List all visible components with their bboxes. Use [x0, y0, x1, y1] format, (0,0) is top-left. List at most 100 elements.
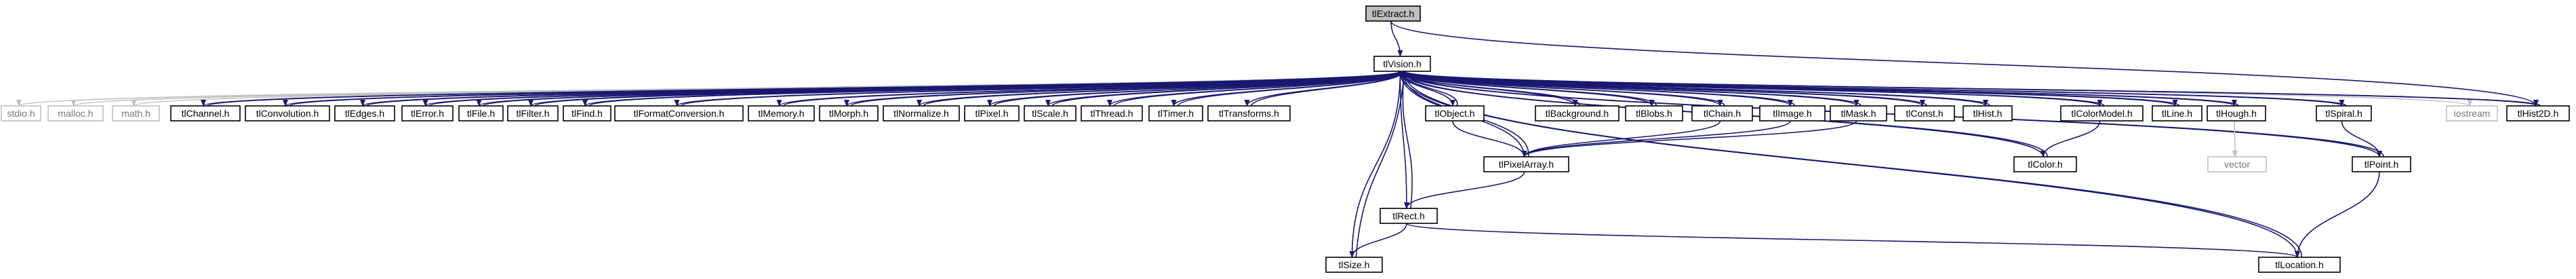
node-tlSize[interactable]: tlSize.h	[1325, 257, 1383, 273]
node-tlChannel[interactable]: tlChannel.h	[170, 105, 241, 122]
node-box-tlEdges	[334, 105, 395, 122]
node-tlMask[interactable]: tlMask.h	[1830, 105, 1887, 122]
node-tlThread[interactable]: tlThread.h	[1081, 105, 1143, 122]
node-label-tlMorph: tlMorph.h	[829, 108, 868, 119]
node-tlConvolution[interactable]: tlConvolution.h	[245, 105, 330, 122]
node-box-tlColorModel	[2060, 105, 2144, 122]
node-label-tlFind: tlFind.h	[571, 108, 603, 119]
node-tlTimer[interactable]: tlTimer.h	[1148, 105, 1203, 122]
node-label-tlHist: tlHist.h	[1973, 108, 2003, 119]
node-tlFind[interactable]: tlFind.h	[563, 105, 611, 122]
node-box-tlImage	[1759, 105, 1826, 122]
node-label-tlError: tlError.h	[411, 108, 444, 119]
node-tlLine[interactable]: tlLine.h	[2152, 105, 2202, 122]
node-tlChain[interactable]: tlChain.h	[1691, 105, 1753, 122]
node-box-tlFile	[458, 105, 504, 122]
node-tlPoint[interactable]: tlPoint.h	[2352, 156, 2411, 172]
node-label-tlBlobs: tlBlobs.h	[1636, 108, 1672, 119]
node-box-tlTransforms	[1207, 105, 1291, 122]
node-box-tlConst	[1894, 105, 1955, 122]
edge-tlFilter-to-tlVision	[534, 71, 1405, 107]
node-label-tlRect: tlRect.h	[1392, 210, 1424, 221]
node-tlObject[interactable]: tlObject.h	[1425, 105, 1485, 122]
node-box-tlRect	[1380, 208, 1438, 224]
node-box-tlLine	[2152, 105, 2202, 122]
node-tlExtract[interactable]: tlExtract.h	[1365, 5, 1421, 22]
edge-tlPixelArray-to-tlRect	[1404, 171, 1525, 209]
node-box-tlChain	[1691, 105, 1753, 122]
node-box-tlConvolution	[245, 105, 330, 122]
node-label-tlTransforms: tlTransforms.h	[1219, 108, 1279, 119]
edge-tlPoint-to-tlVision	[1401, 71, 2384, 157]
node-label-tlMask: tlMask.h	[1840, 108, 1876, 119]
edge-tlPoint-to-tlLocation	[2295, 171, 2380, 258]
node-tlMorph[interactable]: tlMorph.h	[819, 105, 879, 122]
node-box-stdio	[1, 105, 41, 122]
node-box-iostream	[2446, 105, 2498, 122]
node-tlError[interactable]: tlError.h	[401, 105, 454, 122]
node-tlVision[interactable]: tlVision.h	[1373, 56, 1431, 72]
node-label-tlThread: tlThread.h	[1090, 108, 1133, 119]
edge-tlRect-to-tlSize	[1349, 223, 1407, 258]
node-tlEdges[interactable]: tlEdges.h	[334, 105, 395, 122]
node-tlColor[interactable]: tlColor.h	[2013, 156, 2077, 172]
node-tlBlobs[interactable]: tlBlobs.h	[1625, 105, 1683, 122]
node-box-tlFormatConversion	[614, 105, 744, 122]
node-box-math	[112, 105, 160, 122]
node-label-tlNormalize: tlNormalize.h	[893, 108, 949, 119]
node-tlScale[interactable]: tlScale.h	[1024, 105, 1076, 122]
node-tlFile[interactable]: tlFile.h	[458, 105, 504, 122]
node-label-tlChannel: tlChannel.h	[182, 108, 230, 119]
node-label-tlExtract: tlExtract.h	[1372, 8, 1414, 19]
node-tlHough[interactable]: tlHough.h	[2207, 105, 2266, 122]
node-tlImage[interactable]: tlImage.h	[1759, 105, 1826, 122]
node-tlFormatConversion[interactable]: tlFormatConversion.h	[614, 105, 744, 122]
node-tlRect[interactable]: tlRect.h	[1380, 208, 1438, 224]
node-tlHist2D[interactable]: tlHist2D.h	[2506, 105, 2570, 122]
node-label-tlFilter: tlFilter.h	[516, 108, 549, 119]
edge-tlRect-to-tlLocation	[1406, 223, 2300, 258]
node-label-tlFormatConversion: tlFormatConversion.h	[634, 108, 725, 119]
node-tlPixel[interactable]: tlPixel.h	[964, 105, 1020, 122]
node-box-tlBlobs	[1625, 105, 1683, 122]
edge-tlBlobs-to-tlVision	[1399, 71, 1657, 107]
node-tlPixelArray[interactable]: tlPixelArray.h	[1483, 156, 1569, 172]
node-tlHist[interactable]: tlHist.h	[1963, 105, 2013, 122]
node-box-tlObject	[1425, 105, 1485, 122]
node-box-tlMask	[1830, 105, 1887, 122]
node-box-tlMorph	[819, 105, 879, 122]
node-tlBackground[interactable]: tlBackground.h	[1535, 105, 1619, 122]
node-label-tlColorModel: tlColorModel.h	[2071, 108, 2132, 119]
node-box-malloc	[47, 105, 104, 122]
node-box-tlExtract	[1365, 5, 1421, 22]
node-label-tlLocation: tlLocation.h	[2275, 259, 2324, 270]
node-tlTransforms[interactable]: tlTransforms.h	[1207, 105, 1291, 122]
node-tlConst[interactable]: tlConst.h	[1894, 105, 1955, 122]
edge-tlSize-to-tlVision	[1355, 71, 1407, 258]
node-box-tlFilter	[507, 105, 559, 122]
edge-tlExtract-to-tlHist2D	[1390, 20, 2539, 107]
node-tlNormalize[interactable]: tlNormalize.h	[883, 105, 960, 122]
node-label-tlScale: tlScale.h	[1032, 108, 1068, 119]
node-box-tlHough	[2207, 105, 2266, 122]
edge-tlVision-to-tlSize	[1349, 71, 1401, 258]
node-label-tlSize: tlSize.h	[1339, 259, 1370, 270]
edges-layer	[16, 20, 2541, 258]
node-label-tlTimer: tlTimer.h	[1158, 108, 1194, 119]
node-label-tlConst: tlConst.h	[1906, 108, 1943, 119]
node-label-math: math.h	[121, 108, 150, 119]
node-box-tlPoint	[2352, 156, 2411, 172]
node-tlLocation[interactable]: tlLocation.h	[2258, 257, 2341, 273]
node-tlFilter[interactable]: tlFilter.h	[507, 105, 559, 122]
node-label-tlHough: tlHough.h	[2216, 108, 2257, 119]
node-box-tlNormalize	[883, 105, 960, 122]
node-box-tlPixelArray	[1483, 156, 1569, 172]
edge-tlExtract-to-tlVision	[1390, 20, 1403, 57]
edge-tlChain-to-tlPixelArray	[1521, 120, 1721, 157]
node-label-tlVision: tlVision.h	[1383, 58, 1422, 69]
edge-tlTimer-to-tlVision	[1177, 71, 1405, 107]
node-tlSpiral[interactable]: tlSpiral.h	[2316, 105, 2372, 122]
node-tlColorModel[interactable]: tlColorModel.h	[2060, 105, 2144, 122]
node-tlMemory[interactable]: tlMemory.h	[748, 105, 815, 122]
